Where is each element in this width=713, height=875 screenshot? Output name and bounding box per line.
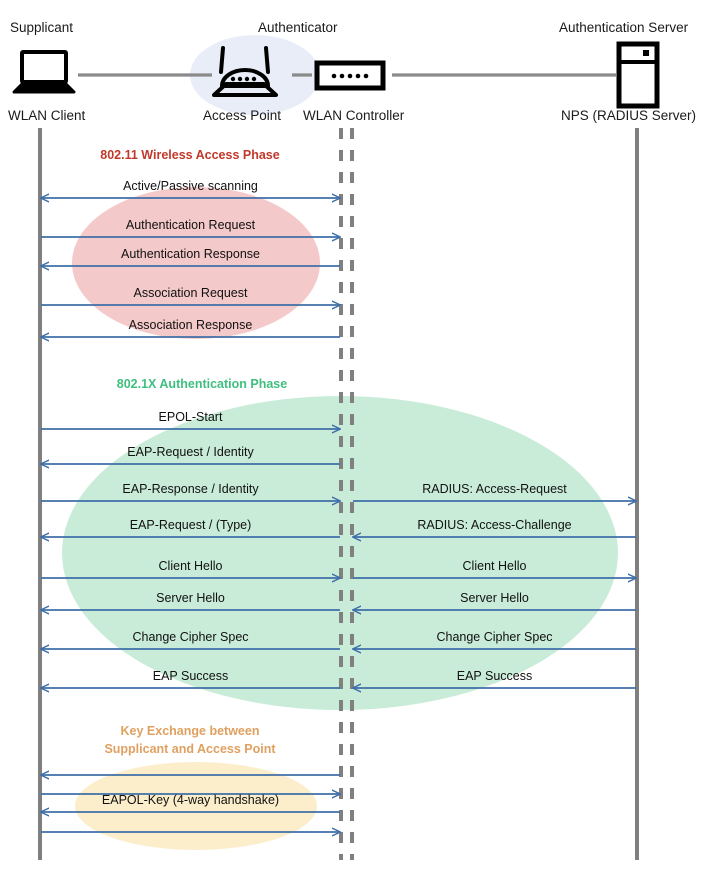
message-label-m6: EPOL-Start	[158, 410, 223, 424]
right-message-arrows	[353, 501, 636, 688]
message-label-m8: EAP-Response / Identity	[122, 482, 259, 496]
message-label-r1: RADIUS: Access-Request	[422, 482, 567, 496]
message-label-m11: Server Hello	[156, 591, 225, 605]
phase-label-80211: 802.11 Wireless Access Phase	[100, 148, 280, 162]
wlan-controller-icon	[314, 60, 386, 91]
message-label-m5: Association Response	[128, 318, 253, 332]
message-label-r3: Client Hello	[462, 559, 527, 573]
phase-label-key-exchange-line1: Key Exchange between	[120, 724, 260, 738]
phase-label-key-exchange-line2: Supplicant and Access Point	[104, 742, 276, 756]
laptop-icon	[12, 50, 76, 94]
left-message-arrows	[41, 198, 340, 832]
phase-label-key-exchange: Key Exchange between Supplicant and Acce…	[90, 722, 290, 758]
actor-name-wlan-client: WLAN Client	[8, 108, 86, 123]
message-label-m13: EAP Success	[152, 669, 229, 683]
phase-80211-region	[72, 187, 320, 339]
message-label-m2: Authentication Request	[125, 218, 256, 232]
message-label-m4: Association Request	[133, 286, 248, 300]
message-label-m7: EAP-Request / Identity	[127, 445, 254, 459]
actor-role-authentication-server: Authentication Server	[559, 20, 689, 35]
actor-name-wlan-controller: WLAN Controller	[303, 108, 405, 123]
phase-key-exchange-region	[75, 762, 317, 850]
message-label-m3: Authentication Response	[121, 247, 260, 261]
message-label-r2: RADIUS: Access-Challenge	[417, 518, 572, 532]
actor-name-nps: NPS (RADIUS Server)	[561, 108, 697, 123]
message-label-m12: Change Cipher Spec	[132, 630, 249, 644]
message-label-m16: EAPOL-Key (4-way handshake)	[101, 793, 280, 807]
server-rack-icon	[616, 41, 660, 109]
message-label-m9: EAP-Request / (Type)	[129, 518, 252, 532]
message-label-r6: EAP Success	[456, 669, 533, 683]
message-label-r4: Server Hello	[460, 591, 529, 605]
message-label-m1: Active/Passive scanning	[123, 179, 258, 193]
actor-role-authenticator: Authenticator	[258, 20, 338, 35]
actor-role-supplicant: Supplicant	[10, 20, 74, 35]
message-label-m10: Client Hello	[158, 559, 223, 573]
wireless-access-point-icon	[212, 46, 278, 97]
message-label-r5: Change Cipher Spec	[436, 630, 553, 644]
actor-name-access-point: Access Point	[203, 108, 282, 123]
phase-label-8021x: 802.1X Authentication Phase	[116, 377, 288, 391]
